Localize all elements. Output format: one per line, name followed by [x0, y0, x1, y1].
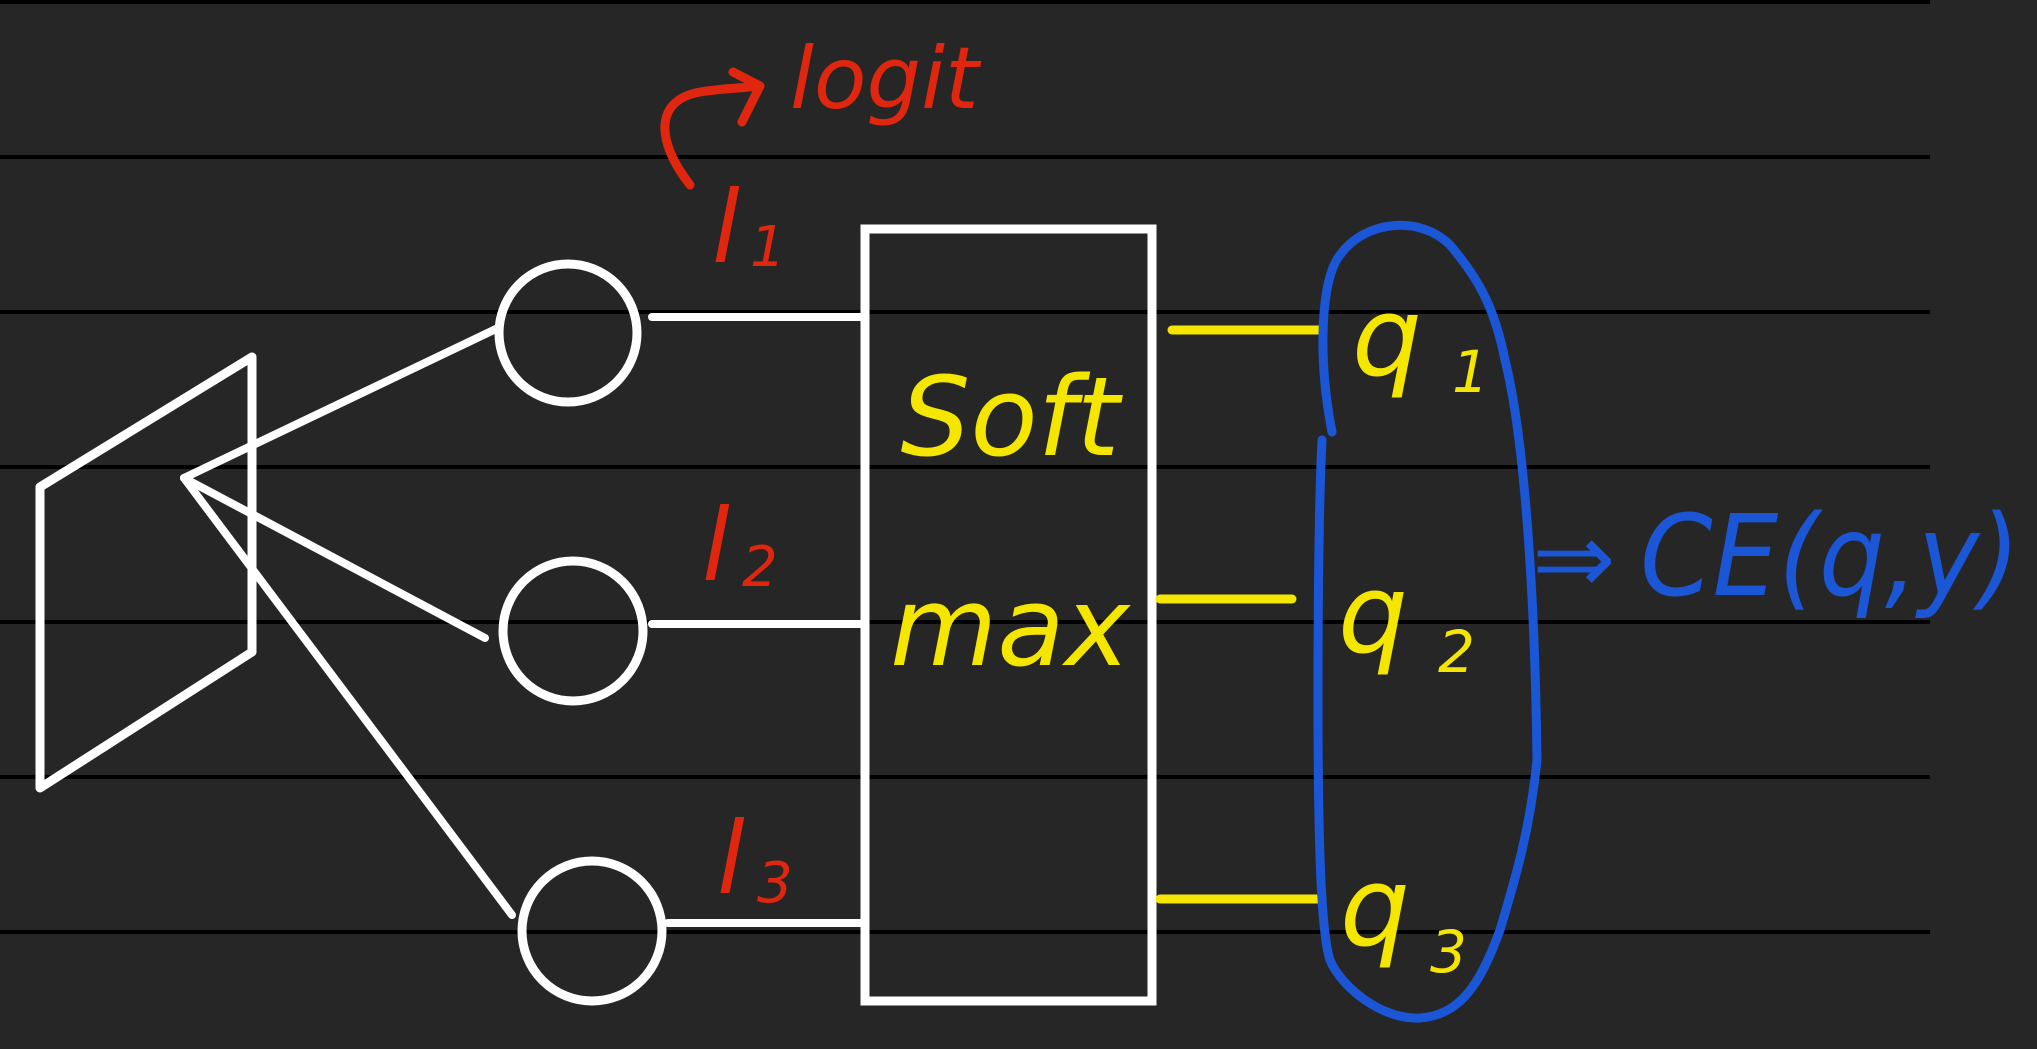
neuron-3 [517, 856, 667, 1006]
output-group-loop [1313, 220, 1542, 1023]
neuron-2 [498, 556, 648, 706]
output-subscript-3: 3 [1430, 918, 1467, 986]
softmax-line2: max [890, 563, 1132, 691]
logit-lines [648, 313, 866, 927]
connector-2 [180, 474, 489, 642]
input-plane-shape [35, 352, 257, 793]
softmax-line1: Soft [901, 353, 1124, 481]
logit-subscript-1: 1 [750, 215, 786, 280]
logit-curved-arrow [660, 81, 763, 190]
logit-symbol-3: l [717, 800, 745, 917]
neuron-1 [494, 259, 642, 407]
output-subscript-2: 2 [1438, 618, 1475, 686]
input-plane [35, 352, 257, 793]
logit-subscript-3: 3 [757, 851, 793, 916]
ruled-lines [0, 0, 1930, 934]
output-symbol-2: q [1338, 550, 1408, 678]
connectors [180, 324, 516, 919]
softmax-box [860, 224, 1157, 1006]
logit-symbol-1: l [712, 169, 740, 286]
output-subscript-1: 1 [1452, 338, 1489, 406]
logit-label: logit [790, 29, 982, 129]
neurons [494, 259, 667, 1006]
loss-expression: CE(q,y) [1640, 492, 2020, 622]
implies-arrow-icon: ⇒ [1532, 500, 1616, 617]
output-lines [1155, 325, 1327, 904]
logit-arrowhead-icon [728, 67, 765, 127]
connector-1 [180, 324, 502, 482]
logit-symbol-2: l [702, 487, 730, 604]
logit-subscript-2: 2 [742, 535, 778, 600]
output-symbol-1: q [1352, 273, 1422, 401]
connector-3 [180, 474, 516, 919]
output-symbol-3: q [1340, 843, 1410, 971]
